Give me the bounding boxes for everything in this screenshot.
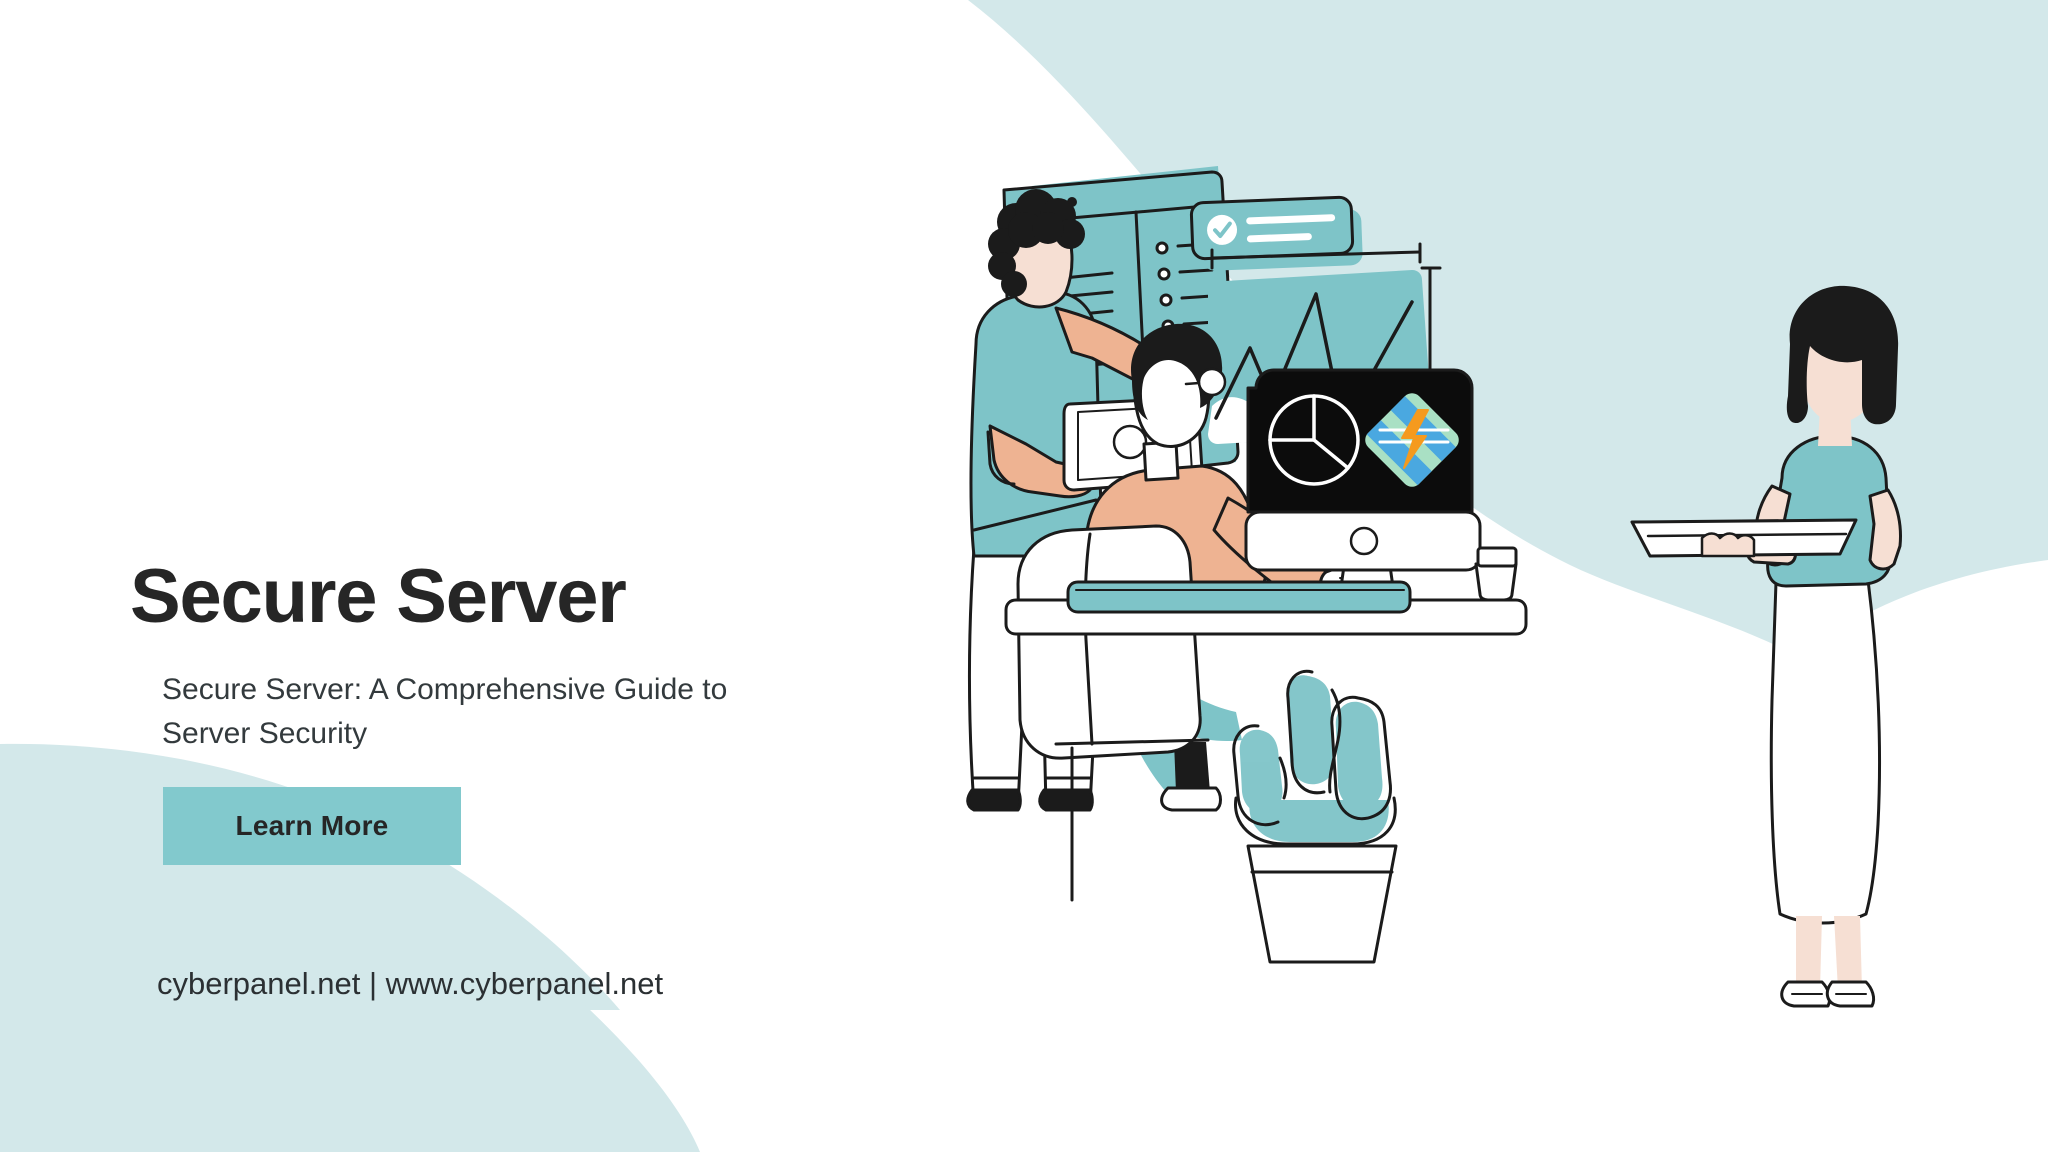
blob-top-right	[968, 0, 2048, 1152]
blob-white-wedge	[470, 760, 960, 1152]
footer-website-url: cyberpanel.net | www.cyberpanel.net	[157, 966, 664, 1001]
keyboard	[1066, 580, 1412, 614]
notification-card	[1189, 195, 1363, 271]
text-column: Secure Server Secure Server: A Comprehen…	[0, 0, 960, 1152]
desk-surface	[1004, 546, 1528, 636]
illustration-group: <—> <—/>	[966, 166, 1902, 1008]
desktop-monitor	[1244, 368, 1482, 610]
potted-cactus	[1232, 669, 1398, 964]
learn-more-button[interactable]: Learn More	[163, 787, 461, 865]
curly-hair	[988, 189, 1085, 297]
learn-more-label: Learn More	[235, 810, 389, 841]
subtitle-text: Secure Server: A Comprehensive Guide to …	[162, 673, 728, 751]
standing-woman-with-tray	[1630, 285, 1902, 1008]
serving-tray	[1630, 518, 1858, 558]
pie-chart-graphic	[1268, 394, 1360, 486]
openlitespeed-logo	[1365, 393, 1459, 487]
page-title: Secure Server	[130, 553, 627, 639]
lightning-bolt-icon	[1401, 409, 1429, 469]
coffee-cup	[1474, 546, 1518, 602]
